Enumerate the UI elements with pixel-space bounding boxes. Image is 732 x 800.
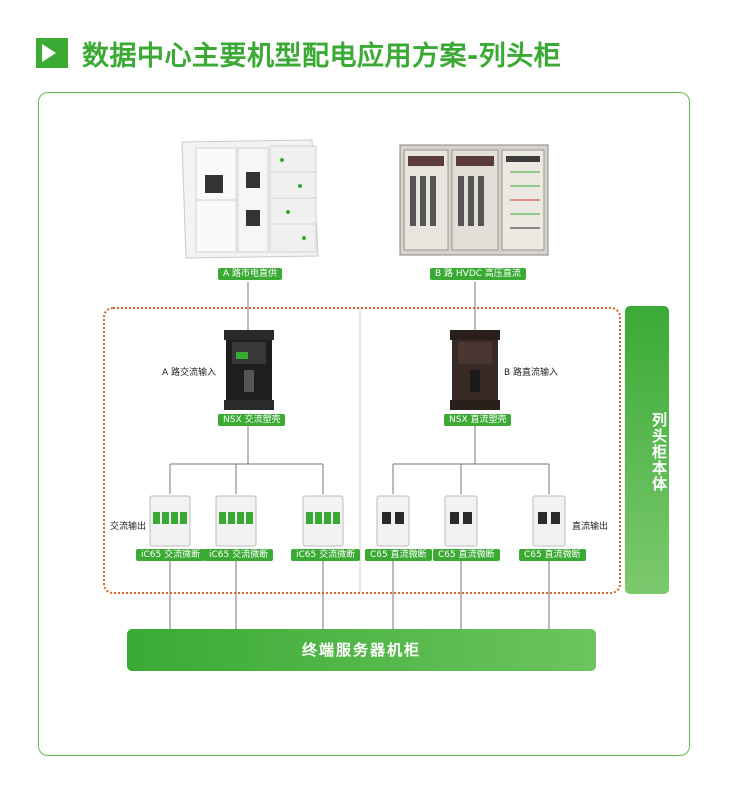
hvdc-rack-image [399, 144, 549, 256]
source-a-tag: A 路市电直供 [218, 268, 283, 280]
diagram-frame [38, 92, 690, 756]
dc-mcb-tag-1: C65 直流微断 [365, 549, 432, 561]
dc-mcb-image-3 [532, 495, 566, 547]
ac-mcb-tag-1: iC65 交流微断 [136, 549, 206, 561]
ac-mcb-image-1 [149, 495, 191, 547]
nsx-ac-tag: NSX 交流塑壳 [218, 414, 286, 426]
b-input-label: B 路直流输入 [504, 368, 559, 378]
dc-mcb-image-2 [444, 495, 478, 547]
ac-mcb-tag-3: iC65 交流微断 [291, 549, 361, 561]
ac-mcb-image-3 [302, 495, 344, 547]
server-cabinet-label: 终端服务器机柜 [301, 641, 421, 659]
ac-mcb-tag-2: iC65 交流微断 [204, 549, 274, 561]
column-cabinet-boundary [103, 307, 621, 594]
dc-mcb-tag-3: C65 直流微断 [519, 549, 586, 561]
a-input-label: A 路交流输入 [162, 368, 217, 378]
ac-mcb-image-2 [215, 495, 257, 547]
source-b-tag: B 路 HVDC 高压直流 [430, 268, 526, 280]
header-arrow-icon [36, 38, 68, 68]
server-cabinet-bar [127, 629, 596, 671]
nsx-dc-tag: NSX 直流塑壳 [444, 414, 512, 426]
dc-mcb-tag-2: C65 直流微断 [433, 549, 500, 561]
page-title: 数据中心主要机型配电应用方案-列头柜 [82, 41, 562, 72]
dc-output-label: 直流输出 [572, 522, 609, 532]
ac-output-label: 交流输出 [110, 522, 147, 532]
column-body-bar [625, 306, 669, 594]
dc-mcb-image-1 [376, 495, 410, 547]
nsx-dc-breaker-image [450, 330, 500, 410]
nsx-ac-breaker-image [224, 330, 274, 410]
switchgear-cabinet-image [181, 139, 319, 259]
column-body-label: 列头柜本体 [650, 412, 668, 492]
